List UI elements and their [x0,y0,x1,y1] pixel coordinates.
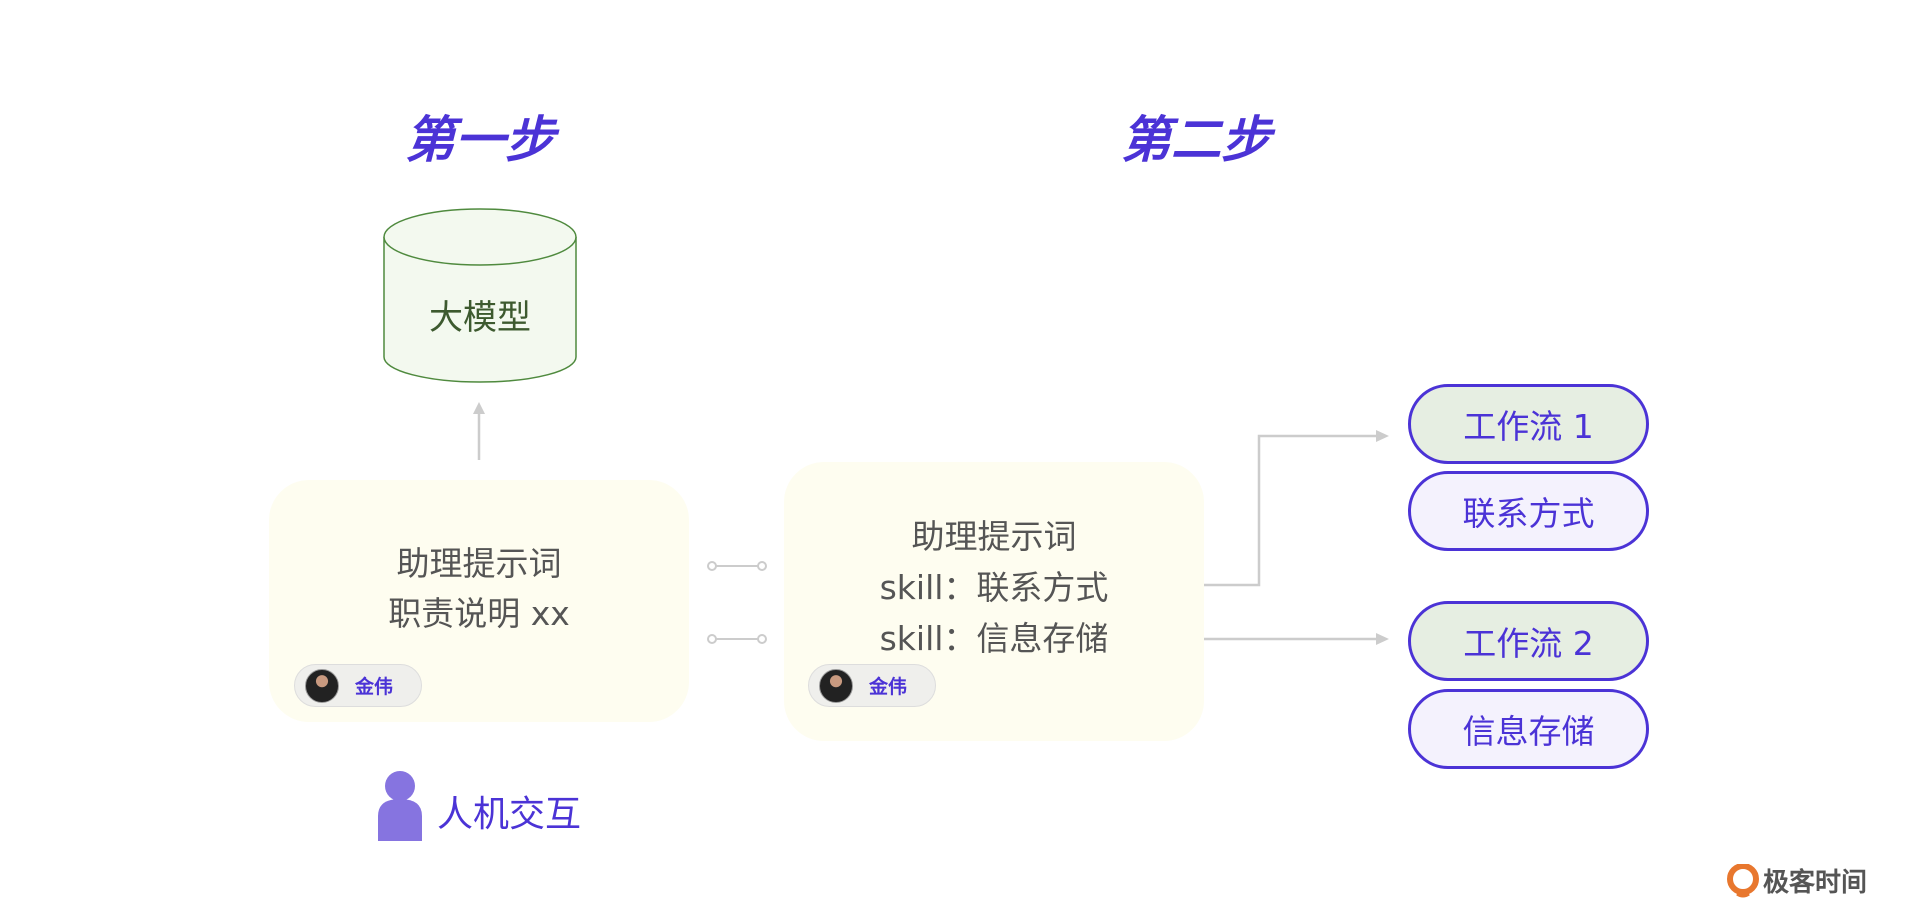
avatar [305,668,339,703]
assistant-card-title: 助理提示词 [396,544,562,583]
workflow-2-node[interactable]: 工作流 2 [1408,601,1649,681]
arrow-up-to-model [473,402,485,460]
person-icon [378,771,422,841]
skill-storage-node[interactable]: 信息存储 [1408,689,1649,769]
author-chip[interactable]: 金伟 [294,664,422,707]
assistant-card-title: 助理提示词 [911,517,1077,556]
interaction-label: 人机交互 [437,794,582,835]
author-chip[interactable]: 金伟 [808,664,936,707]
assistant-card-step1[interactable]: 助理提示词 职责说明 xx 金伟 [269,480,689,722]
skill-contact-node[interactable]: 联系方式 [1408,471,1649,551]
author-name: 金伟 [355,676,394,698]
assistant-card-step2[interactable]: 助理提示词 skill：联系方式 skill：信息存储 金伟 [784,462,1204,741]
link-connector-2 [707,634,767,644]
author-name: 金伟 [869,676,908,698]
skill-storage: skill：信息存储 [879,619,1109,658]
avatar [819,668,853,703]
brand-logo: 极客时间 [1727,862,1867,899]
arrow-to-workflow-1 [1155,430,1389,587]
logo-text: 极客时间 [1763,868,1868,898]
step-one-title: 第一步 [405,111,555,169]
link-connector-1 [707,561,767,571]
skill-contact: skill：联系方式 [879,568,1109,607]
logo-icon [1727,863,1759,897]
database-cylinder [383,208,577,383]
model-label: 大模型 [429,298,531,338]
step-two-title: 第二步 [1121,111,1271,169]
workflow-1-node[interactable]: 工作流 1 [1408,384,1649,464]
assistant-card-description: 职责说明 xx [388,594,570,633]
